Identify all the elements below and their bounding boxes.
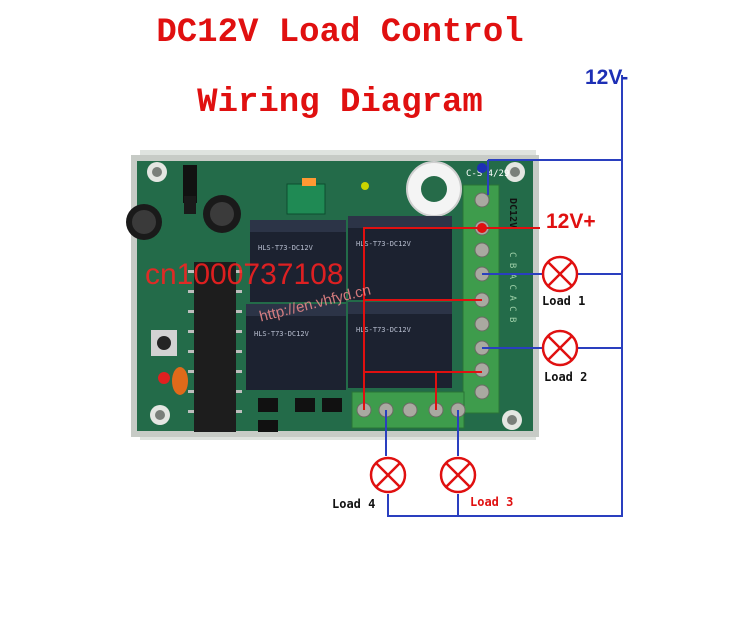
title-line-1: DC12V Load Control — [156, 14, 524, 52]
wire-positive-bus — [363, 227, 482, 410]
relay-1: HLS-T73-DC12V — [250, 220, 346, 302]
svg-text:HLS-T73-DC12V: HLS-T73-DC12V — [254, 330, 310, 338]
load-4-label: Load 4 — [332, 497, 376, 511]
load-1-lamp — [541, 255, 579, 293]
relay-2: HLS-T73-DC12V — [348, 216, 452, 300]
svg-text:HLS-T73-DC12V: HLS-T73-DC12V — [258, 244, 314, 252]
wires — [385, 75, 623, 517]
relay-4: HLS-T73-DC12V — [348, 302, 452, 388]
svg-text:HLS-T73-DC12V: HLS-T73-DC12V — [356, 326, 412, 334]
pcb-board: HLS-T73-DC12V HLS-T73-DC12V HLS-T73-DC12… — [126, 150, 539, 440]
load-3-lamp — [439, 456, 477, 494]
wire-negative-bus — [387, 75, 623, 517]
relay-3: HLS-T73-DC12V — [246, 304, 346, 390]
power-negative-label: 12V- — [585, 66, 629, 89]
resistor-orange — [172, 367, 188, 395]
load-2-lamp — [541, 329, 579, 367]
load-3-label: Load 3 — [470, 495, 514, 509]
load-2-label: Load 2 — [544, 370, 588, 384]
svg-text:HLS-T73-DC12V: HLS-T73-DC12V — [356, 240, 412, 248]
positive-terminal-dot — [477, 223, 487, 233]
title-line-2: Wiring Diagram — [197, 84, 483, 122]
terminal-letters: C B A C A C B — [507, 252, 517, 322]
load-1-label: Load 1 — [542, 294, 586, 308]
trimmer-block — [286, 183, 326, 215]
power-positive-label: 12V+ — [546, 210, 596, 233]
watermark-id: cn1000737108 — [145, 258, 344, 291]
pin-header — [183, 165, 197, 203]
load-4-lamp — [369, 456, 407, 494]
ic-chip — [194, 262, 236, 432]
dc12v-label: DC12V — [507, 198, 518, 228]
transistors — [258, 398, 342, 432]
negative-terminal-dot — [477, 163, 487, 173]
status-led — [361, 182, 369, 190]
positive-wires — [363, 227, 540, 410]
